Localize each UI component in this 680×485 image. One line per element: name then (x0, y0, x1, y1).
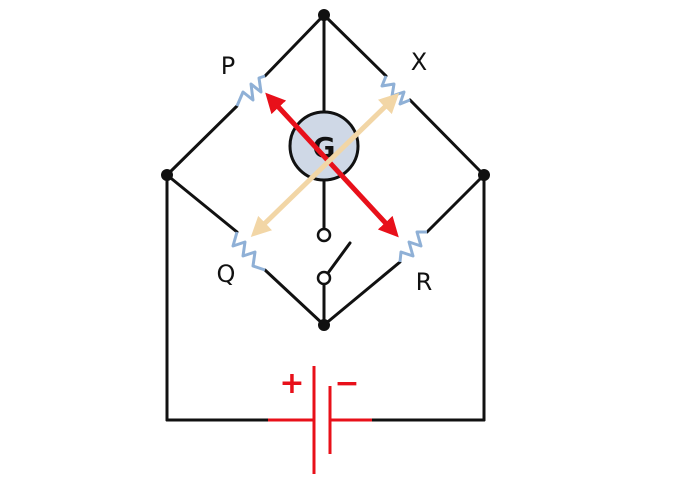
junction-nodes (161, 9, 490, 331)
node-left (161, 169, 173, 181)
node-bottom (318, 319, 330, 331)
label-r: R (416, 268, 433, 296)
label-q: Q (217, 260, 236, 288)
node-top (318, 9, 330, 21)
battery-minus-sign: − (334, 366, 359, 401)
resistor-p-icon (235, 74, 266, 107)
resistor-q-icon (231, 231, 266, 272)
tan-double-arrow-icon (250, 93, 400, 237)
resistor-x-icon (380, 75, 411, 106)
open-switch-icon (316, 227, 352, 286)
battery-icon (268, 366, 372, 474)
node-right (478, 169, 490, 181)
label-p: P (221, 52, 235, 80)
label-x: X (411, 48, 427, 76)
resistor-r-icon (398, 230, 427, 263)
bridge-wires (165, 13, 486, 422)
battery-plus-sign: + (279, 366, 304, 401)
